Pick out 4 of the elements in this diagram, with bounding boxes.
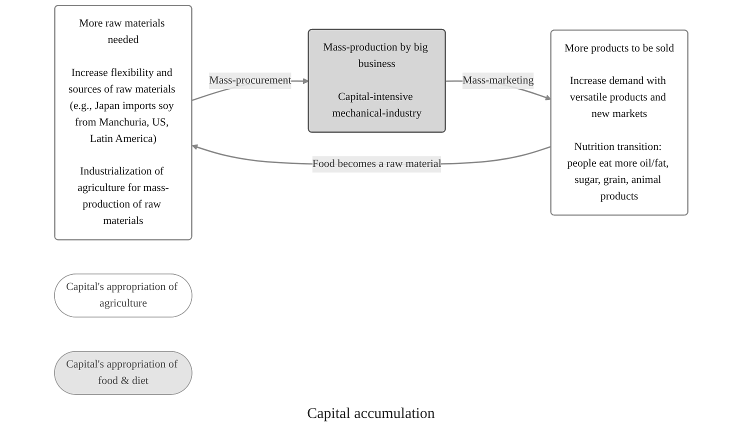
edge-label: Mass-marketing (462, 74, 534, 86)
note-text: Capital accumulation (307, 406, 435, 422)
edge-label: Mass-procurement (208, 74, 292, 86)
edge-label: Food becomes a raw material (312, 158, 442, 170)
